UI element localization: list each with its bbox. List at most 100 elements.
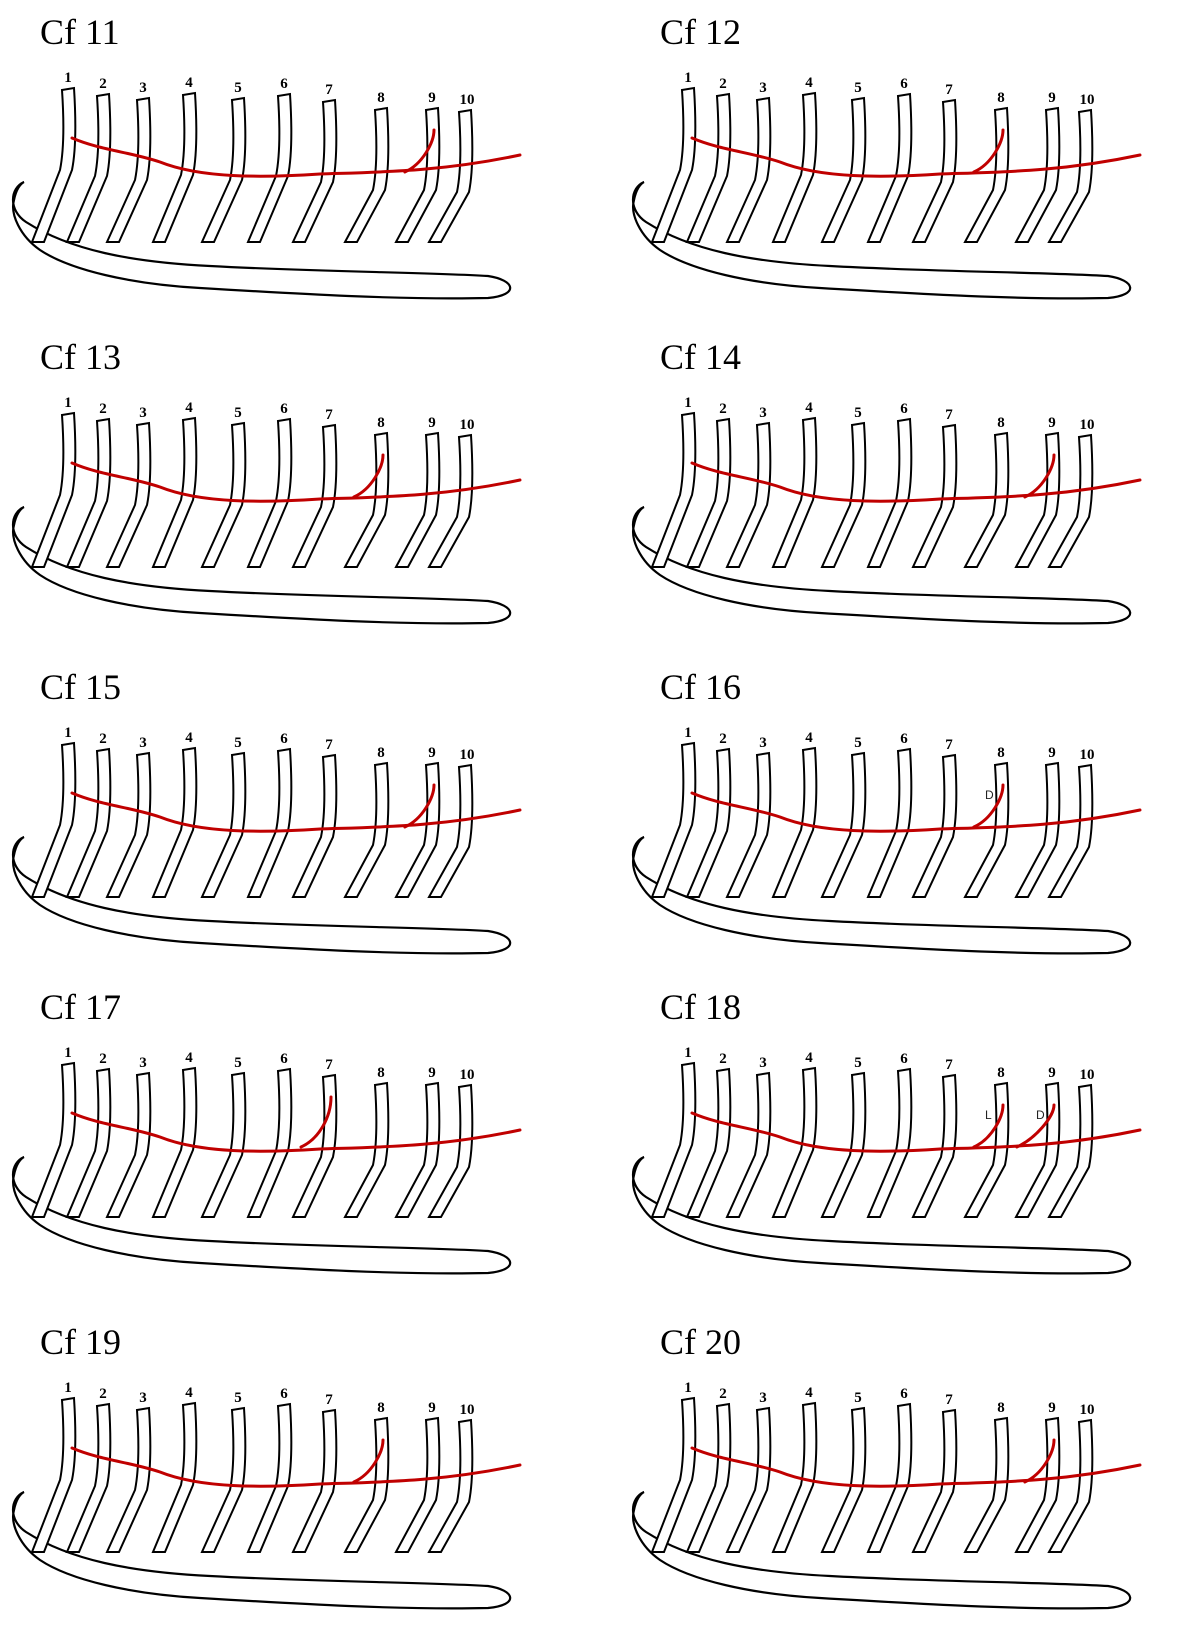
- rib-number-label: 4: [805, 75, 813, 91]
- rib-number-label: 2: [99, 76, 107, 92]
- rib-number-label: 4: [185, 400, 193, 416]
- rib: [1016, 1418, 1059, 1552]
- rib-number-label: 2: [99, 1051, 107, 1067]
- rib-number-label: 7: [945, 82, 953, 98]
- rib-number-label: 8: [377, 1400, 385, 1416]
- rib-number-label: 7: [325, 1392, 333, 1408]
- first-rib: [652, 413, 695, 567]
- rib: [727, 423, 770, 567]
- rib: [396, 433, 439, 567]
- rib: [868, 94, 911, 242]
- rib-number-label: 7: [945, 407, 953, 423]
- rib: [107, 98, 150, 242]
- rib: [202, 1073, 245, 1217]
- rib-number-label: 10: [460, 1402, 475, 1418]
- rib-number-label: 2: [719, 401, 727, 417]
- rib-number-label: 8: [997, 1400, 1005, 1416]
- rib: [965, 433, 1008, 567]
- rib-number-label: 6: [280, 731, 288, 747]
- rib-number-label: 8: [997, 1065, 1005, 1081]
- rib: [202, 423, 245, 567]
- rib: [965, 1418, 1008, 1552]
- rib: [293, 425, 336, 567]
- rib-number-label: 3: [139, 80, 147, 96]
- rib-number-label: 10: [460, 417, 475, 433]
- rib: [868, 419, 911, 567]
- rib-number-label: 6: [280, 401, 288, 417]
- rib: [965, 1083, 1008, 1217]
- branch-label: D: [985, 788, 994, 802]
- rib: [727, 753, 770, 897]
- rib-number-label: 4: [185, 1050, 193, 1066]
- specimen-panel: Cf 1712345678910: [0, 975, 575, 1287]
- rib-number-label: 9: [428, 1400, 436, 1416]
- first-rib: [32, 1063, 75, 1217]
- rib-number-label: 2: [719, 1386, 727, 1402]
- rib: [1016, 1083, 1059, 1217]
- vessel-diagram: 12345678910: [0, 0, 575, 312]
- rib-number-label: 5: [234, 1055, 242, 1071]
- specimen-panel: Cf 1312345678910: [0, 325, 575, 637]
- rib-number-label: 3: [759, 80, 767, 96]
- rib: [396, 108, 439, 242]
- rib-number-label: 9: [1048, 415, 1056, 431]
- rib-number-label: 6: [900, 1386, 908, 1402]
- rib: [396, 1083, 439, 1217]
- rib-number-label: 6: [280, 1051, 288, 1067]
- rib-number-label: 9: [1048, 1065, 1056, 1081]
- rib: [107, 1073, 150, 1217]
- rib-number-label: 1: [684, 70, 692, 86]
- rib-number-label: 1: [684, 1045, 692, 1061]
- rib-number-label: 8: [377, 745, 385, 761]
- rib-number-label: 1: [64, 1380, 72, 1396]
- rib-number-label: 7: [945, 1392, 953, 1408]
- vessel-diagram: 12345678910D: [620, 655, 1195, 967]
- rib: [396, 763, 439, 897]
- rib-number-label: 6: [900, 76, 908, 92]
- rib: [293, 755, 336, 897]
- rib: [913, 100, 956, 242]
- rib: [107, 423, 150, 567]
- rib-number-label: 3: [759, 1055, 767, 1071]
- rib: [822, 1408, 865, 1552]
- rib: [202, 753, 245, 897]
- rib-number-label: 10: [1080, 747, 1095, 763]
- rib-number-label: 10: [1080, 1402, 1095, 1418]
- rib-number-label: 9: [1048, 745, 1056, 761]
- rib-number-label: 5: [854, 1390, 862, 1406]
- rib: [248, 749, 291, 897]
- rib-number-label: 10: [460, 1067, 475, 1083]
- rib-number-label: 6: [280, 1386, 288, 1402]
- rib-number-label: 9: [1048, 1400, 1056, 1416]
- rib-number-label: 3: [759, 735, 767, 751]
- rib-number-label: 3: [139, 1390, 147, 1406]
- branch-label: D: [1036, 1108, 1045, 1122]
- rib-number-label: 4: [805, 1385, 813, 1401]
- rib-number-label: 9: [428, 745, 436, 761]
- rib: [1016, 108, 1059, 242]
- rib-number-label: 3: [139, 405, 147, 421]
- first-rib: [32, 1398, 75, 1552]
- rib-number-label: 8: [997, 90, 1005, 106]
- rib: [868, 1069, 911, 1217]
- rib: [248, 94, 291, 242]
- rib: [822, 753, 865, 897]
- rib-number-label: 1: [64, 1045, 72, 1061]
- rib-number-label: 7: [325, 737, 333, 753]
- rib: [822, 98, 865, 242]
- rib: [727, 1073, 770, 1217]
- rib-number-label: 6: [900, 1051, 908, 1067]
- rib-number-label: 5: [854, 405, 862, 421]
- rib-number-label: 4: [185, 75, 193, 91]
- rib: [202, 98, 245, 242]
- rib-number-label: 3: [139, 1055, 147, 1071]
- rib-number-label: 9: [428, 415, 436, 431]
- rib: [396, 1418, 439, 1552]
- rib: [822, 423, 865, 567]
- rib-number-label: 6: [900, 731, 908, 747]
- specimen-panel: Cf 1512345678910: [0, 655, 575, 967]
- vessel-diagram: 12345678910: [0, 1310, 575, 1622]
